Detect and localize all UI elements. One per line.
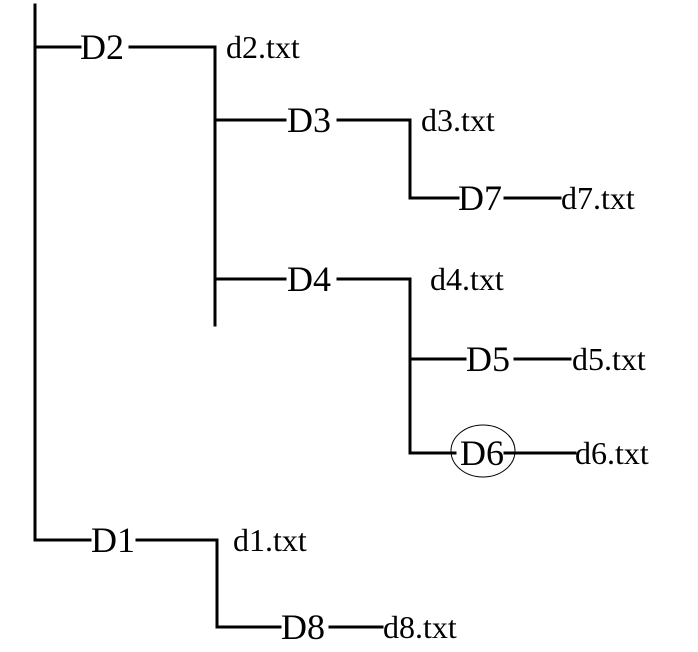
d6-highlight-circle <box>450 424 516 478</box>
file-d4-label: d4.txt <box>430 261 504 297</box>
d2-file-line <box>128 45 217 57</box>
tree-connectors <box>33 3 577 629</box>
d1-children-line <box>215 538 282 629</box>
file-d1-label: d1.txt <box>233 522 307 558</box>
node-d4-label: D4 <box>287 259 331 299</box>
d3-children-line <box>408 118 460 200</box>
file-d6-label: d6.txt <box>575 435 649 471</box>
tree-labels: D2 d2.txt D3 d3.txt D7 d7.txt D4 d4.txt … <box>80 27 649 647</box>
file-d2-label: d2.txt <box>226 29 300 65</box>
node-d5-label: D5 <box>466 339 510 379</box>
node-d2-label: D2 <box>80 27 124 67</box>
file-d5-label: d5.txt <box>572 341 646 377</box>
node-d7-label: D7 <box>458 178 502 218</box>
node-d6-label: D6 <box>460 433 504 473</box>
node-d3-label: D3 <box>287 100 331 140</box>
node-d8-label: D8 <box>281 607 325 647</box>
file-d7-label: d7.txt <box>561 180 635 216</box>
file-d3-label: d3.txt <box>421 102 495 138</box>
file-d8-label: d8.txt <box>383 609 457 645</box>
node-d1-label: D1 <box>91 520 135 560</box>
